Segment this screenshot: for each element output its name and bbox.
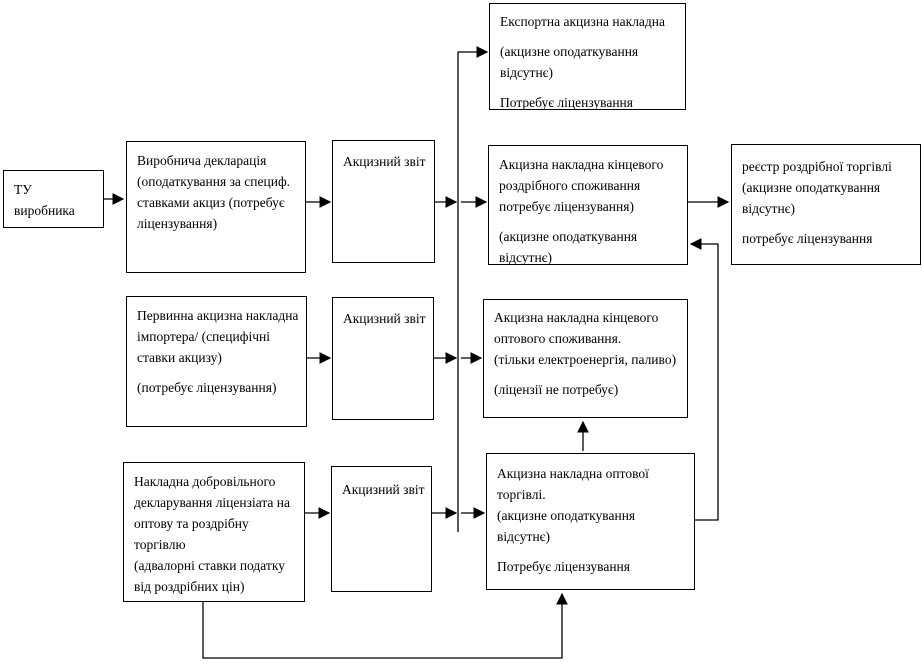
box-text: Акцизний звіт [343,311,426,326]
box-retail-final-invoice: Акцизна накладна кінцевого роздрібного с… [488,145,688,265]
box-text: Акцизний звіт [343,154,426,169]
box-text: (ліцензії не потребує) [494,382,619,397]
box-excise-report-1: Акцизний звіт [332,140,435,263]
box-text: (акцизне оподаткування відсутнє) [500,44,639,80]
box-voluntary-declaration: Накладна добровільного декларування ліце… [123,462,305,602]
box-text: (тільки електроенергія, паливо) [494,352,677,367]
box-text: потребує ліцензування [742,231,873,246]
box-text: Первинна акцизна накладна імпортера/ (сп… [137,308,299,365]
box-text: реєстр роздрібної торгівлі (акцизне опод… [742,159,892,216]
box-text: Потребує ліцензування [497,559,630,574]
box-export-invoice: Експортна акцизна накладна (акцизне опод… [489,3,686,110]
box-text: ТУ виробника [14,182,75,218]
box-text: (адвалорні ставки податку від роздрібних… [134,558,285,594]
box-excise-report-2: Акцизний звіт [332,297,434,420]
box-text: Накладна добровільного декларування ліце… [134,474,290,552]
box-text: Потребує ліцензування [500,95,633,110]
box-text: (потребує ліцензування) [137,380,277,395]
box-text: Акцизна накладна кінцевого роздрібного с… [499,157,664,214]
box-tu-vyrobnyka: ТУ виробника [3,170,104,228]
box-text: Акцизна накладна кінцевого оптового спож… [494,310,659,346]
box-text: Акцизна накладна оптової торгівлі. [497,466,649,502]
arrow-voluntary-to-wholesale [202,592,568,659]
box-retail-registry: реєстр роздрібної торгівлі (акцизне опод… [731,144,921,265]
box-importer-invoice: Первинна акцизна накладна імпортера/ (сп… [126,296,307,427]
box-text: Акцизний звіт [342,482,425,497]
box-text: (акцизне оподаткування відсутнє) [497,508,636,544]
box-wholesale-invoice: Акцизна накладна оптової торгівлі. (акци… [486,453,695,590]
box-text: Виробнича декларація (оподаткування за с… [137,153,291,231]
box-production-declaration: Виробнича декларація (оподаткування за с… [126,141,306,273]
box-wholesale-final-invoice: Акцизна накладна кінцевого оптового спож… [483,299,688,418]
arrow-wholesale-to-retail-final [689,238,719,521]
bus-line-to-export [457,46,489,532]
box-text: (акцизне оподаткування відсутнє) [499,229,638,265]
box-text: Експортна акцизна накладна [500,14,666,29]
box-excise-report-3: Акцизний звіт [331,466,432,592]
